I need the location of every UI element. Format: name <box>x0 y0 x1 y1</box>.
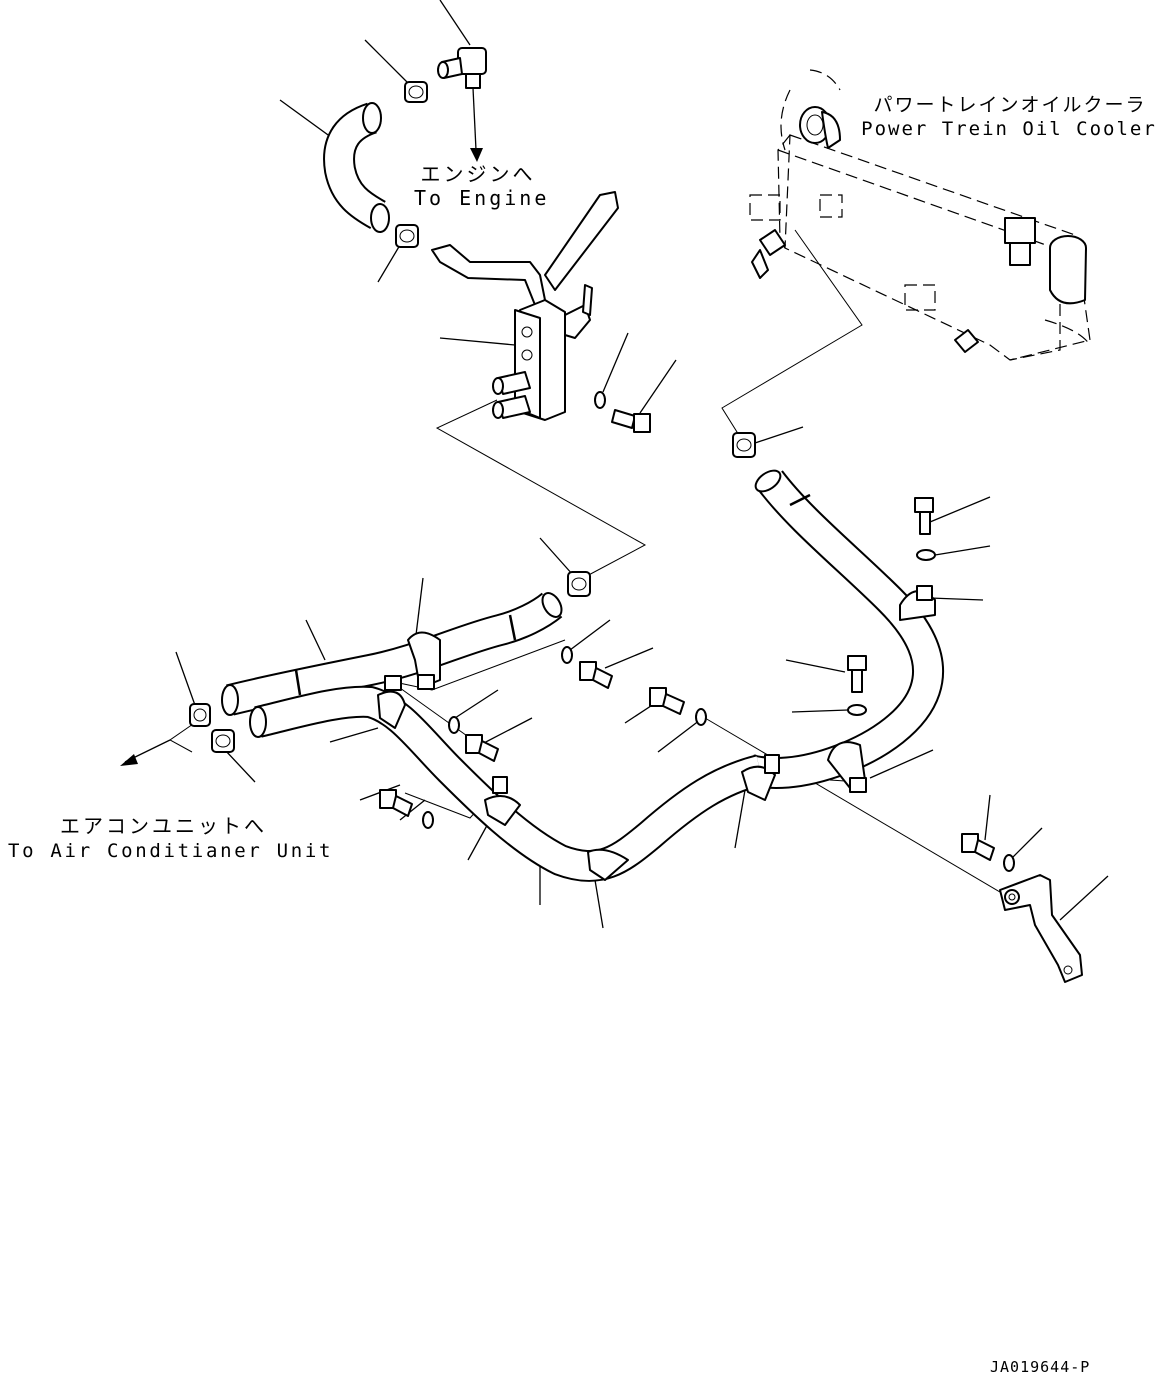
washer-icon <box>1003 854 1015 872</box>
cooler-hose <box>746 469 945 789</box>
oil-cooler-outline <box>749 69 1091 361</box>
hose-clamp-icon <box>395 224 419 248</box>
bolt-icon <box>961 833 995 861</box>
bolt-icon <box>611 409 651 433</box>
hose-clamp-icon <box>732 432 756 458</box>
bolt-icon <box>465 734 499 762</box>
hose-holder-clamp-icon <box>741 754 780 801</box>
to-air-conditioner-label-jp: エアコンユニットへ <box>60 814 267 838</box>
hose-holder-clamp-icon <box>484 776 521 826</box>
bolt-icon <box>847 655 867 693</box>
hose-holder-clamp-icon <box>377 675 406 729</box>
hose-clamp-icon <box>211 729 235 753</box>
drawing-number: JA019644-P <box>990 1358 1091 1376</box>
washer-icon <box>847 704 867 716</box>
washer-icon <box>448 716 460 734</box>
washer-icon <box>561 646 573 664</box>
washer-icon <box>695 708 707 726</box>
oil-cooler-label-en: Power Trein Oil Cooler <box>861 118 1157 140</box>
to-engine-arrow <box>470 87 483 162</box>
to-air-conditioner-arrow <box>120 721 197 766</box>
engine-hose <box>323 102 390 233</box>
washer-icon <box>422 811 434 829</box>
bolt-icon <box>649 687 685 715</box>
bolt-icon <box>914 497 934 535</box>
bolt-icon <box>379 789 413 817</box>
hose-holder-clamp-icon <box>587 848 629 881</box>
to-air-conditioner-label-en: To Air Conditianer Unit <box>8 840 334 862</box>
hose-clamp-icon <box>567 571 591 597</box>
hose-holder-clamp-icon <box>899 585 936 621</box>
washer-icon <box>594 391 606 409</box>
to-engine-label-en: To Engine <box>414 186 550 210</box>
bolt-icon <box>579 661 613 689</box>
valve-block-icon <box>431 191 619 421</box>
hose-clamp-icon <box>189 703 211 727</box>
hose-holder-clamp-icon <box>407 631 441 690</box>
hose-clamp-icon <box>404 81 428 103</box>
bracket-icon <box>999 874 1083 983</box>
washer-icon <box>916 549 936 561</box>
to-engine-label-jp: エンジンへ <box>420 162 536 186</box>
oil-cooler-label-jp: パワートレインオイルクーラ <box>873 94 1147 116</box>
hose-holder-clamp-icon <box>827 741 867 793</box>
elbow-fitting-icon <box>437 47 487 89</box>
